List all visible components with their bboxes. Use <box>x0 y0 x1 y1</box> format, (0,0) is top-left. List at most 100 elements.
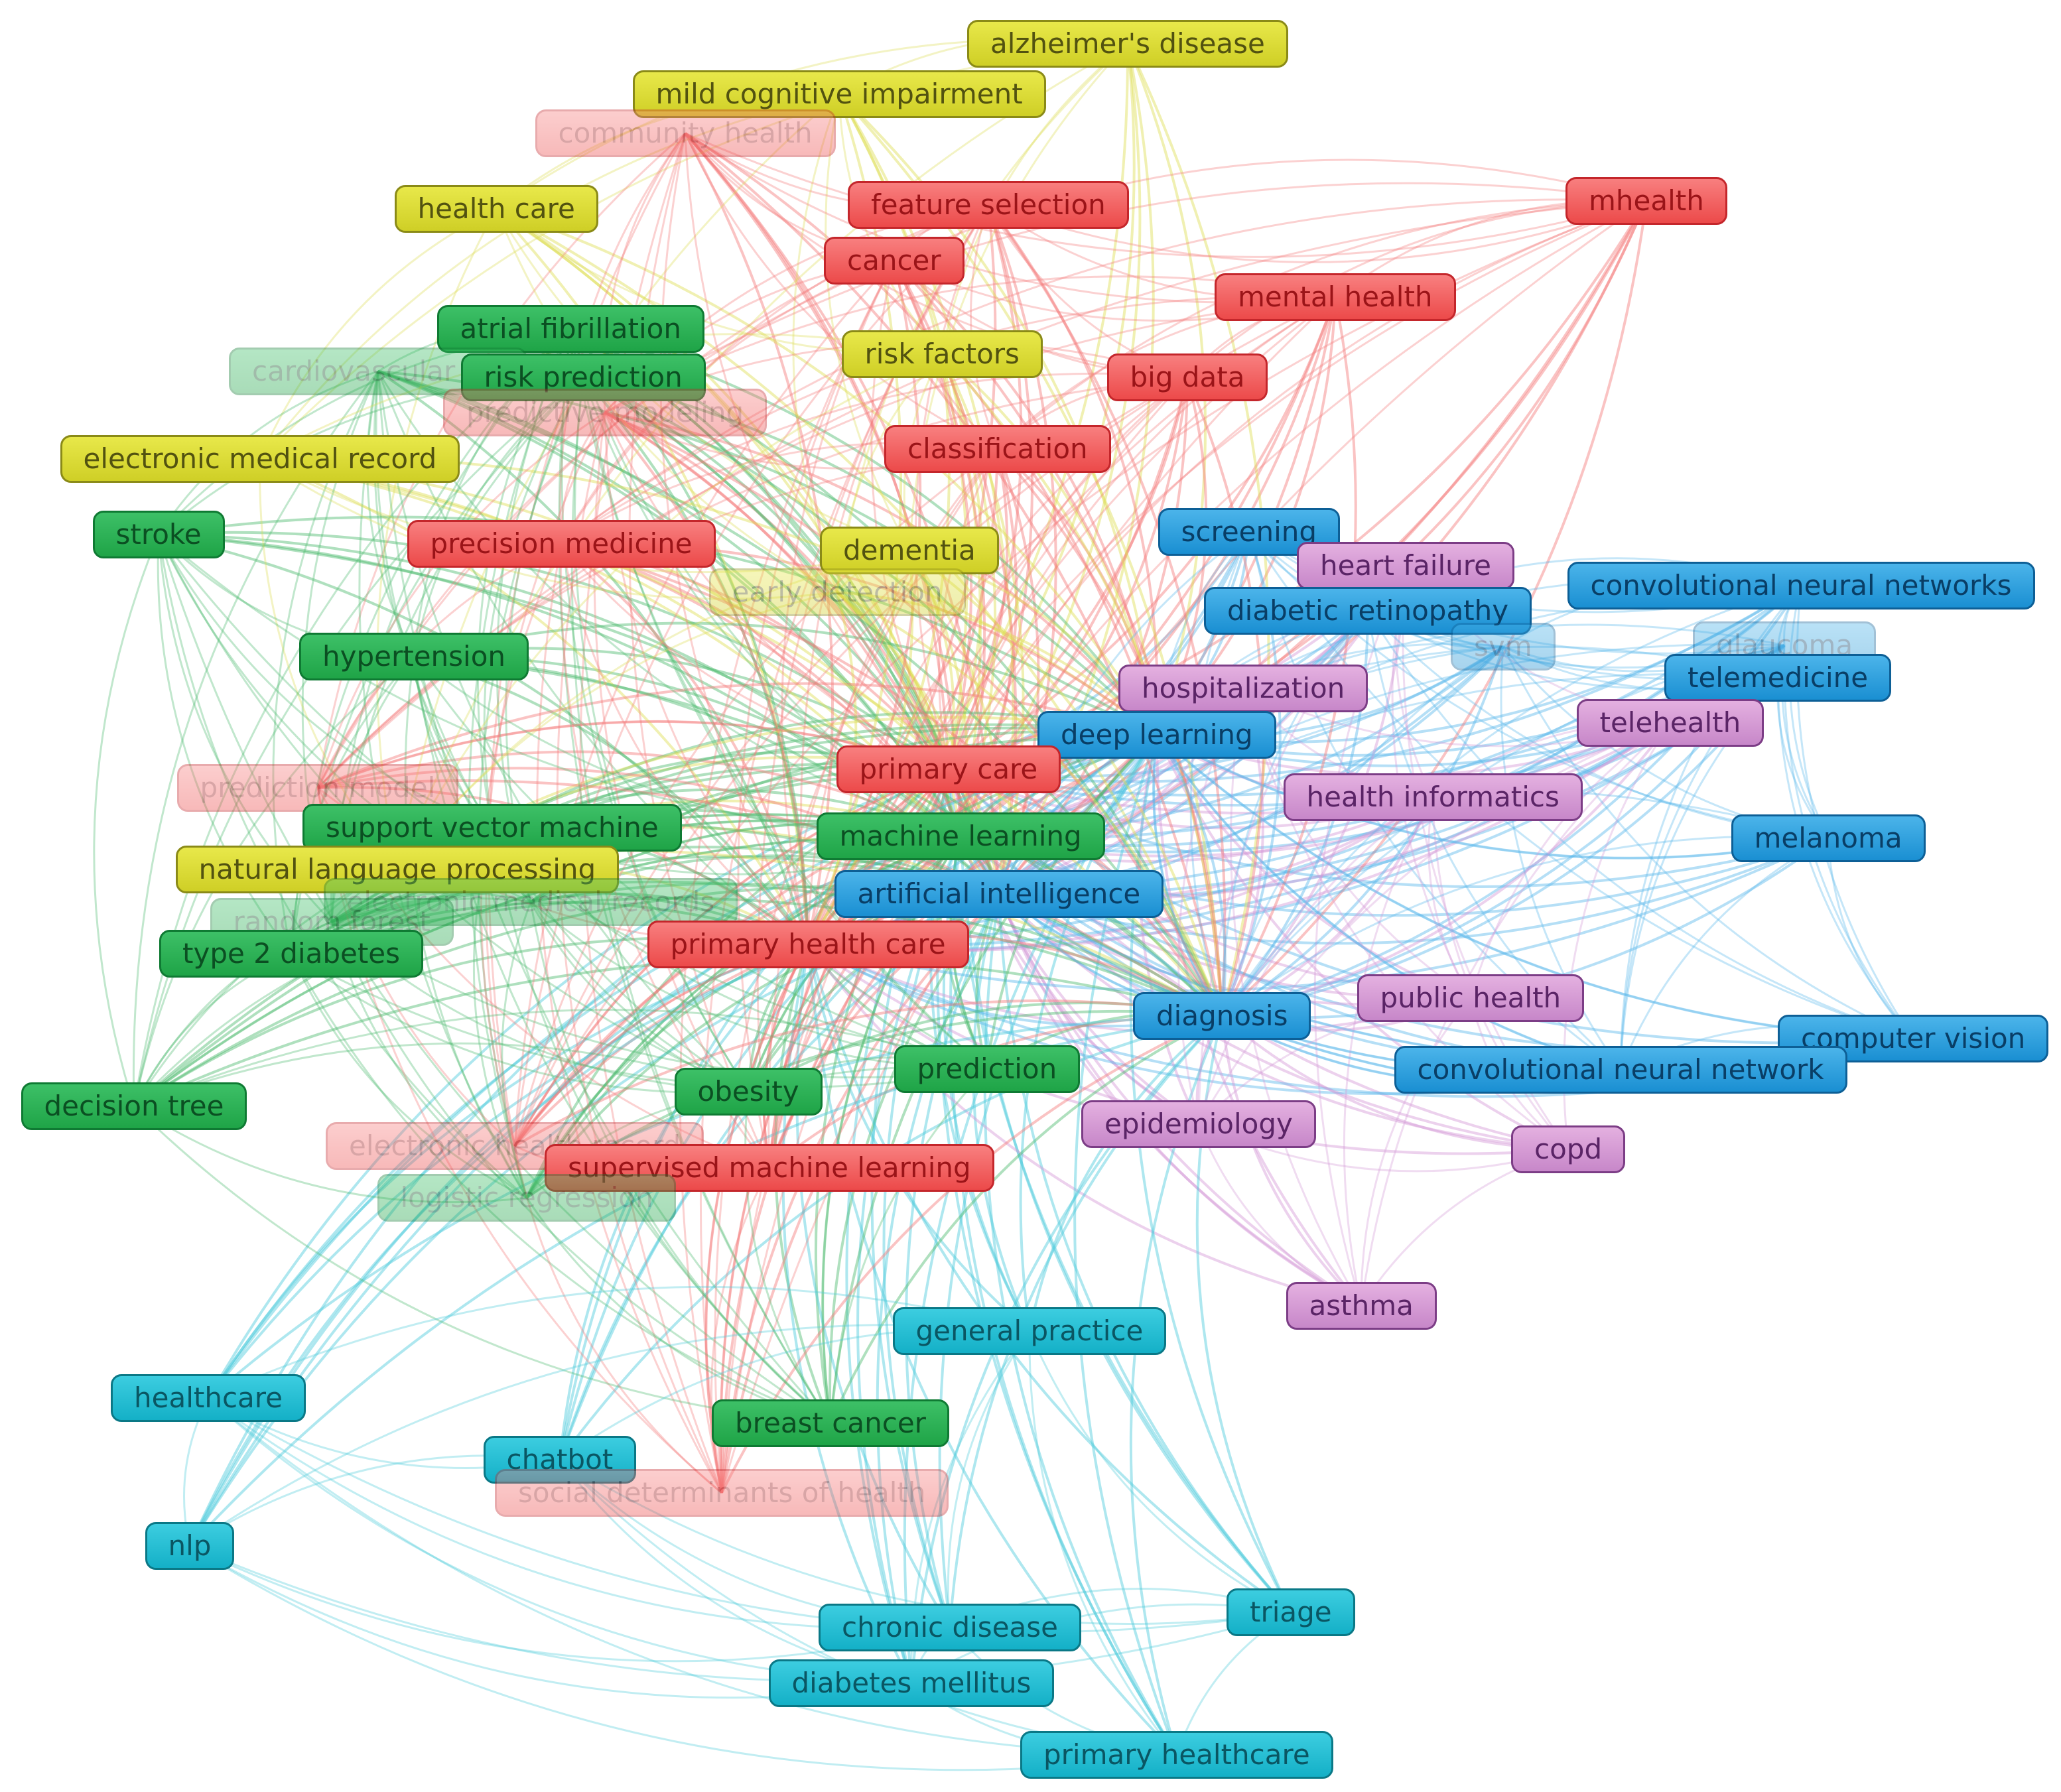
keyword-node[interactable]: svm <box>1451 623 1556 671</box>
keyword-node[interactable]: precision medicine <box>407 520 716 568</box>
keyword-node[interactable]: mental health <box>1215 273 1456 321</box>
edge-line <box>1776 677 1914 1039</box>
edge-line <box>513 1145 722 1494</box>
keyword-node[interactable]: melanoma <box>1731 814 1926 862</box>
edge-line <box>710 1167 771 1494</box>
edge-line <box>795 944 951 1629</box>
edge-line <box>1028 1330 1292 1614</box>
keyword-node[interactable]: primary care <box>836 745 1061 793</box>
keyword-node[interactable]: early detection <box>708 568 966 616</box>
keyword-node[interactable]: copd <box>1511 1125 1626 1173</box>
edge-line <box>569 328 809 945</box>
keyword-node[interactable]: diagnosis <box>1133 992 1311 1040</box>
edge-line <box>1156 734 1621 1071</box>
keyword-node[interactable]: diabetic retinopathy <box>1204 587 1532 635</box>
keyword-node[interactable]: health informatics <box>1283 773 1583 821</box>
keyword-node[interactable]: public health <box>1357 974 1585 1022</box>
edge-line <box>628 133 771 1169</box>
keyword-node[interactable]: breast cancer <box>712 1399 949 1447</box>
keyword-node[interactable]: type 2 diabetes <box>159 930 424 978</box>
edge-line <box>684 132 950 770</box>
edge-line <box>316 376 1188 789</box>
edge-line <box>1788 585 1829 839</box>
keyword-node[interactable]: atrial fibrillation <box>436 305 704 353</box>
keyword-node[interactable]: predictive modeling <box>443 389 767 436</box>
edge-line <box>838 94 943 355</box>
edge-line <box>158 533 809 946</box>
edge-line <box>331 891 531 923</box>
edge-line <box>604 411 1158 736</box>
keyword-node[interactable]: electronic medical records <box>323 878 738 926</box>
edge-line <box>158 531 950 771</box>
keyword-node[interactable]: convolutional neural networks <box>1567 562 2035 609</box>
edge-line <box>947 1330 1031 1628</box>
keyword-node[interactable]: deep learning <box>1037 711 1276 759</box>
keyword-node[interactable]: heart failure <box>1297 542 1514 590</box>
keyword-node[interactable]: mhealth <box>1565 177 1727 225</box>
edge-line <box>836 591 950 770</box>
keyword-node[interactable]: risk prediction <box>460 353 706 401</box>
edge-line <box>747 768 950 1092</box>
keyword-node[interactable]: natural language processing <box>175 846 620 893</box>
edge-line <box>744 1091 832 1424</box>
edge-line <box>495 208 809 945</box>
keyword-node[interactable]: telemedicine <box>1664 654 1892 702</box>
edge-line <box>762 944 809 1169</box>
keyword-node[interactable]: community health <box>535 109 836 157</box>
edge-line <box>495 208 950 770</box>
keyword-node[interactable]: classification <box>884 425 1111 473</box>
keyword-node[interactable]: asthma <box>1286 1282 1437 1330</box>
keyword-node[interactable]: machine learning <box>816 812 1105 860</box>
edge-line <box>947 376 1188 770</box>
keyword-node[interactable]: hospitalization <box>1118 665 1368 712</box>
keyword-node[interactable]: nlp <box>145 1522 235 1570</box>
keyword-node[interactable]: telehealth <box>1576 699 1764 747</box>
keyword-node[interactable]: chatbot <box>483 1436 637 1484</box>
keyword-node[interactable]: convolutional neural network <box>1394 1046 1847 1094</box>
edge-line <box>377 370 950 771</box>
keyword-node[interactable]: primary health care <box>647 921 969 968</box>
keyword-node[interactable]: dementia <box>820 527 999 574</box>
keyword-node[interactable]: cancer <box>824 237 964 285</box>
edge-line <box>316 411 606 789</box>
edge-line <box>1500 646 1622 1070</box>
keyword-node[interactable]: artificial intelligence <box>834 870 1164 918</box>
edge-line <box>561 198 1647 545</box>
edge-line <box>1221 1015 1363 1307</box>
keyword-node[interactable]: epidemiology <box>1081 1100 1316 1148</box>
edge-line <box>207 1015 1223 1399</box>
edge-line <box>157 534 293 954</box>
keyword-node[interactable]: support vector machine <box>302 804 682 852</box>
edge-line <box>987 204 1227 1017</box>
keyword-node[interactable]: decision tree <box>21 1082 247 1130</box>
keyword-node[interactable]: feature selection <box>848 181 1129 229</box>
keyword-node[interactable]: risk factors <box>841 330 1043 378</box>
keyword-node[interactable]: logistic regression <box>377 1174 677 1222</box>
edge-line <box>513 259 896 1147</box>
keyword-node[interactable]: social determinants of health <box>495 1469 949 1517</box>
keyword-node[interactable]: prediction <box>894 1045 1081 1093</box>
keyword-node[interactable]: triage <box>1227 1588 1355 1636</box>
keyword-node[interactable]: electronic medical record <box>60 435 460 483</box>
edge-line <box>1156 734 1227 1017</box>
keyword-node[interactable]: healthcare <box>111 1374 306 1422</box>
keyword-node[interactable]: chronic disease <box>819 1604 1081 1651</box>
edge-line <box>413 656 749 1093</box>
keyword-node[interactable]: big data <box>1106 353 1268 401</box>
edge-line <box>997 200 1647 450</box>
keyword-node[interactable]: health care <box>394 185 598 233</box>
keyword-node[interactable]: supervised machine learning <box>545 1144 994 1192</box>
keyword-node[interactable]: hypertension <box>299 633 529 680</box>
keyword-node[interactable]: diabetes mellitus <box>768 1659 1055 1707</box>
edge-line <box>807 943 1362 1307</box>
edge-line <box>836 591 962 837</box>
edge-line <box>1242 688 1569 1151</box>
keyword-node[interactable]: mild cognitive impairment <box>632 70 1046 118</box>
edge-line <box>1221 584 1802 1017</box>
keyword-node[interactable]: primary healthcare <box>1020 1731 1333 1779</box>
keyword-node[interactable]: stroke <box>92 511 225 558</box>
keyword-node[interactable]: obesity <box>674 1068 823 1116</box>
keyword-node[interactable]: alzheimer's disease <box>967 20 1288 68</box>
keyword-node[interactable]: general practice <box>892 1307 1167 1355</box>
